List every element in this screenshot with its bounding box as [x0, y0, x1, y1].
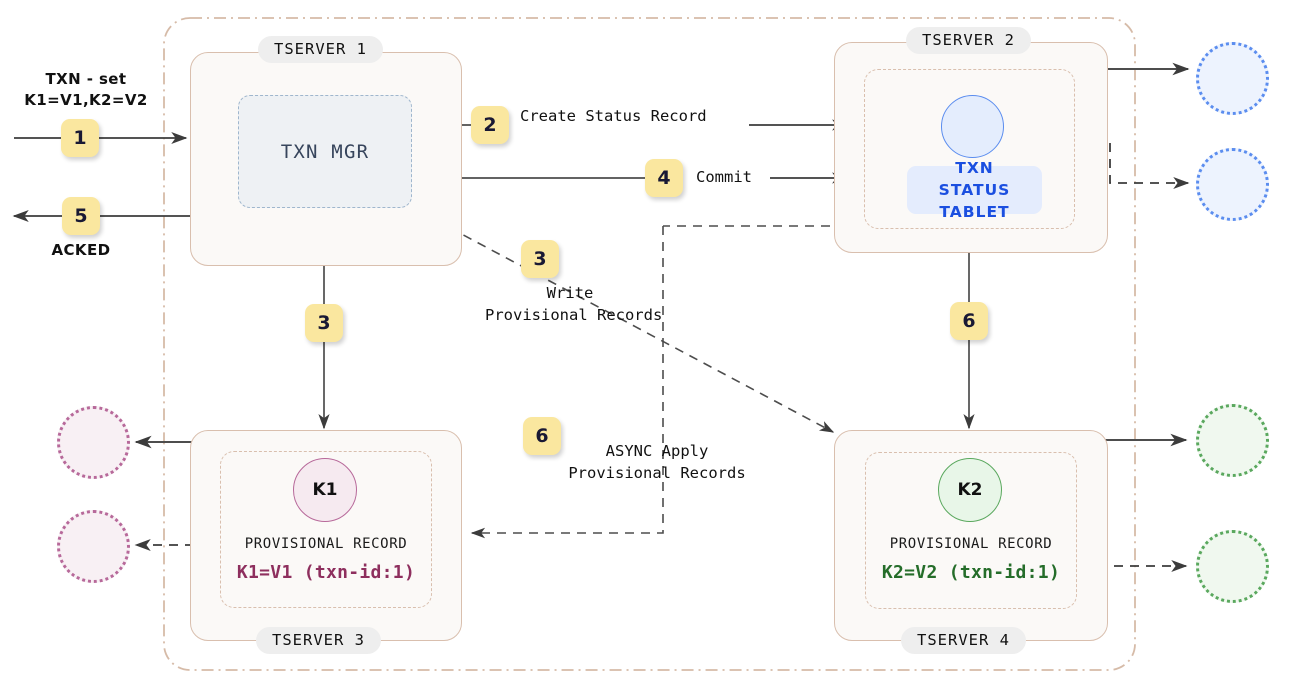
- step-badge-3-down-number: 3: [317, 312, 331, 334]
- acked-label: ACKED: [51, 241, 111, 259]
- step6-label-line1: ASYNC Apply: [605, 442, 709, 460]
- step-badge-4[interactable]: 4: [645, 159, 683, 197]
- step-badge-4-number: 4: [657, 167, 671, 189]
- tserver-2-label: TSERVER 2: [906, 27, 1031, 54]
- blue-replica-1[interactable]: [1196, 42, 1269, 115]
- txn-status-tablet-line2: TABLET: [939, 203, 1010, 221]
- step-badge-3-diagonal[interactable]: 3: [521, 240, 559, 278]
- step-badge-2-number: 2: [483, 114, 497, 136]
- request-caption-line2: K1=V1,K2=V2: [24, 91, 148, 109]
- pink-replica-2[interactable]: [57, 510, 130, 583]
- key-circle-k2-label: K2: [957, 480, 983, 500]
- tserver-4-label: TSERVER 4: [901, 627, 1026, 654]
- step6-label-line2: Provisional Records: [568, 464, 746, 482]
- txn-manager-box[interactable]: TXN MGR: [238, 95, 412, 208]
- step-badge-2[interactable]: 2: [471, 106, 509, 144]
- step3-label-line1: Write: [546, 284, 594, 302]
- arrow-step6-async: [470, 226, 664, 539]
- step-badge-5[interactable]: 5: [62, 197, 100, 235]
- tserver-1-label: TSERVER 1: [258, 36, 383, 63]
- tserver-3-label: TSERVER 3: [256, 627, 381, 654]
- step-badge-3-down[interactable]: 3: [305, 304, 343, 342]
- green-replica-1[interactable]: [1196, 404, 1269, 477]
- step2-label: Create Status Record: [520, 107, 707, 125]
- txn-status-tablet-pill[interactable]: TXN STATUS TABLET: [907, 159, 1042, 221]
- blue-replica-2[interactable]: [1196, 148, 1269, 221]
- tserver-3-tablet-region: [220, 451, 432, 608]
- key-circle-k1[interactable]: K1: [293, 458, 357, 522]
- tserver-4-record-value: K2=V2 (txn-id:1): [881, 562, 1061, 583]
- txn-status-tablet-circle[interactable]: [941, 95, 1004, 158]
- green-replica-2[interactable]: [1196, 530, 1269, 603]
- step-badge-1[interactable]: 1: [61, 119, 99, 157]
- request-caption-line1: TXN - set: [45, 70, 127, 88]
- step3-label-line2: Provisional Records: [485, 306, 663, 324]
- txn-manager-label: TXN MGR: [280, 140, 370, 163]
- tserver-2-tablet-region: [864, 69, 1075, 229]
- pink-replica-1[interactable]: [57, 406, 130, 479]
- step-badge-5-number: 5: [74, 205, 88, 227]
- key-circle-k1-label: K1: [312, 480, 338, 500]
- key-circle-k2[interactable]: K2: [938, 458, 1002, 522]
- step-badge-6-async-number: 6: [535, 425, 549, 447]
- tserver-3-record-value: K1=V1 (txn-id:1): [236, 562, 416, 583]
- step-badge-6-down[interactable]: 6: [950, 302, 988, 340]
- tserver-3-record-title: PROVISIONAL RECORD: [244, 536, 408, 552]
- tserver-4-record-title: PROVISIONAL RECORD: [889, 536, 1053, 552]
- step4-label: Commit: [696, 168, 752, 186]
- step-badge-6-down-number: 6: [962, 310, 976, 332]
- txn-status-tablet-line1: TXN STATUS: [938, 159, 1011, 199]
- step-badge-3-diagonal-number: 3: [533, 248, 547, 270]
- tserver-4-tablet-region: [865, 452, 1077, 609]
- step-badge-1-number: 1: [73, 127, 87, 149]
- step-badge-6-async[interactable]: 6: [523, 417, 561, 455]
